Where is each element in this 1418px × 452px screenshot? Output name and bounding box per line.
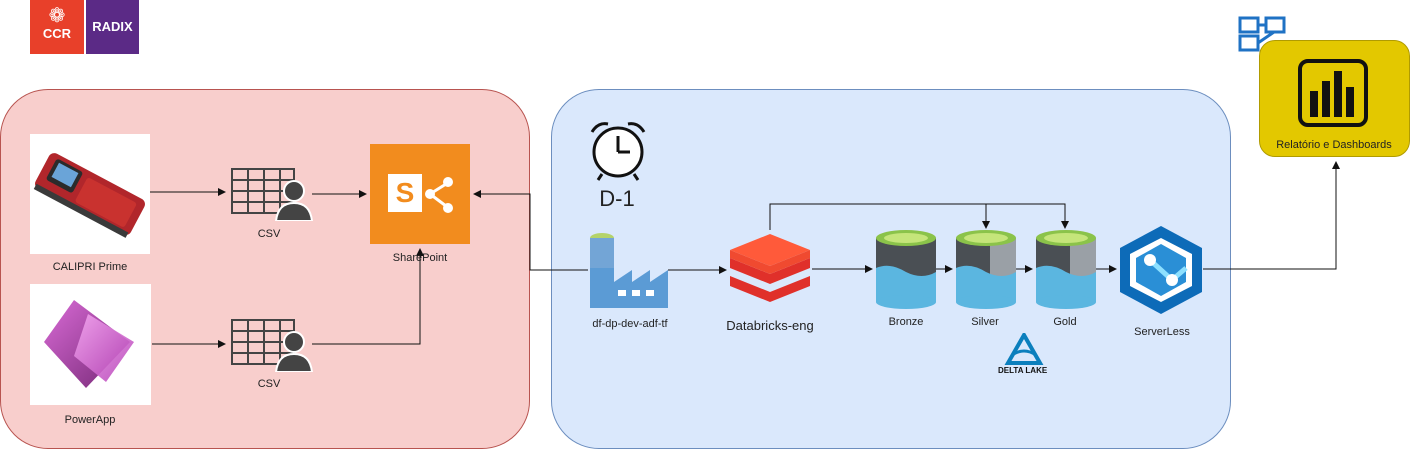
data-factory-icon	[590, 233, 668, 308]
sharepoint-letter: S	[388, 174, 422, 212]
calipri-card	[30, 134, 150, 254]
csv-top-icon	[231, 168, 314, 221]
sharepoint-label: SharePoint	[392, 252, 448, 264]
alarm-clock-icon	[590, 122, 646, 181]
arrow-serverless-to-powerbi	[1203, 161, 1340, 270]
bronze-storage-icon	[876, 230, 936, 309]
arrow-adf-to-sharepoint	[473, 190, 588, 271]
csv-bottom-label: CSV	[257, 378, 281, 390]
power-bi-icon	[1298, 59, 1368, 127]
schedule-label: D-1	[599, 186, 635, 211]
sharepoint-share-icon	[425, 177, 453, 213]
powerapps-icon	[44, 300, 134, 388]
serverless-label: ServerLess	[1134, 326, 1190, 338]
gold-label: Gold	[1053, 316, 1077, 328]
databricks-icon	[730, 234, 810, 302]
gold-storage-icon	[1036, 230, 1096, 309]
silver-storage-icon	[956, 230, 1016, 309]
csv-top-label: CSV	[257, 228, 281, 240]
ccr-logo: ❁ CCR	[30, 0, 84, 54]
synapse-serverless-icon	[1120, 226, 1202, 314]
calipri-device-icon	[33, 153, 145, 238]
arrow-csv-to-sharepoint-bottom	[312, 248, 424, 345]
delta-lake-icon	[1004, 333, 1044, 365]
power-bi-workspace-icon	[1238, 16, 1286, 52]
arrow-databricks-to-silver	[769, 203, 990, 230]
silver-label: Silver	[971, 316, 999, 328]
arrow-databricks-to-gold	[986, 203, 1069, 229]
powerapp-label: PowerApp	[64, 414, 116, 426]
bronze-label: Bronze	[888, 316, 924, 328]
csv-bottom-icon	[231, 319, 314, 372]
radix-logo-text: RADIX	[92, 19, 133, 34]
powerbi-label: Relatório e Dashboards	[1276, 139, 1392, 151]
databricks-label: Databricks-eng	[726, 318, 814, 333]
adf-label: df-dp-dev-adf-tf	[592, 318, 668, 330]
radix-logo: RADIX	[86, 0, 139, 54]
ccr-logo-text: CCR	[42, 26, 72, 41]
ccr-swirl-icon: ❁	[48, 5, 66, 27]
delta-lake-label: DELTA LAKE	[998, 366, 1048, 375]
power-bi-box: Relatório e Dashboards	[1259, 40, 1410, 157]
sharepoint-icon: S	[370, 144, 470, 244]
calipri-label: CALIPRI Prime	[52, 261, 128, 273]
powerapp-card	[30, 284, 151, 405]
